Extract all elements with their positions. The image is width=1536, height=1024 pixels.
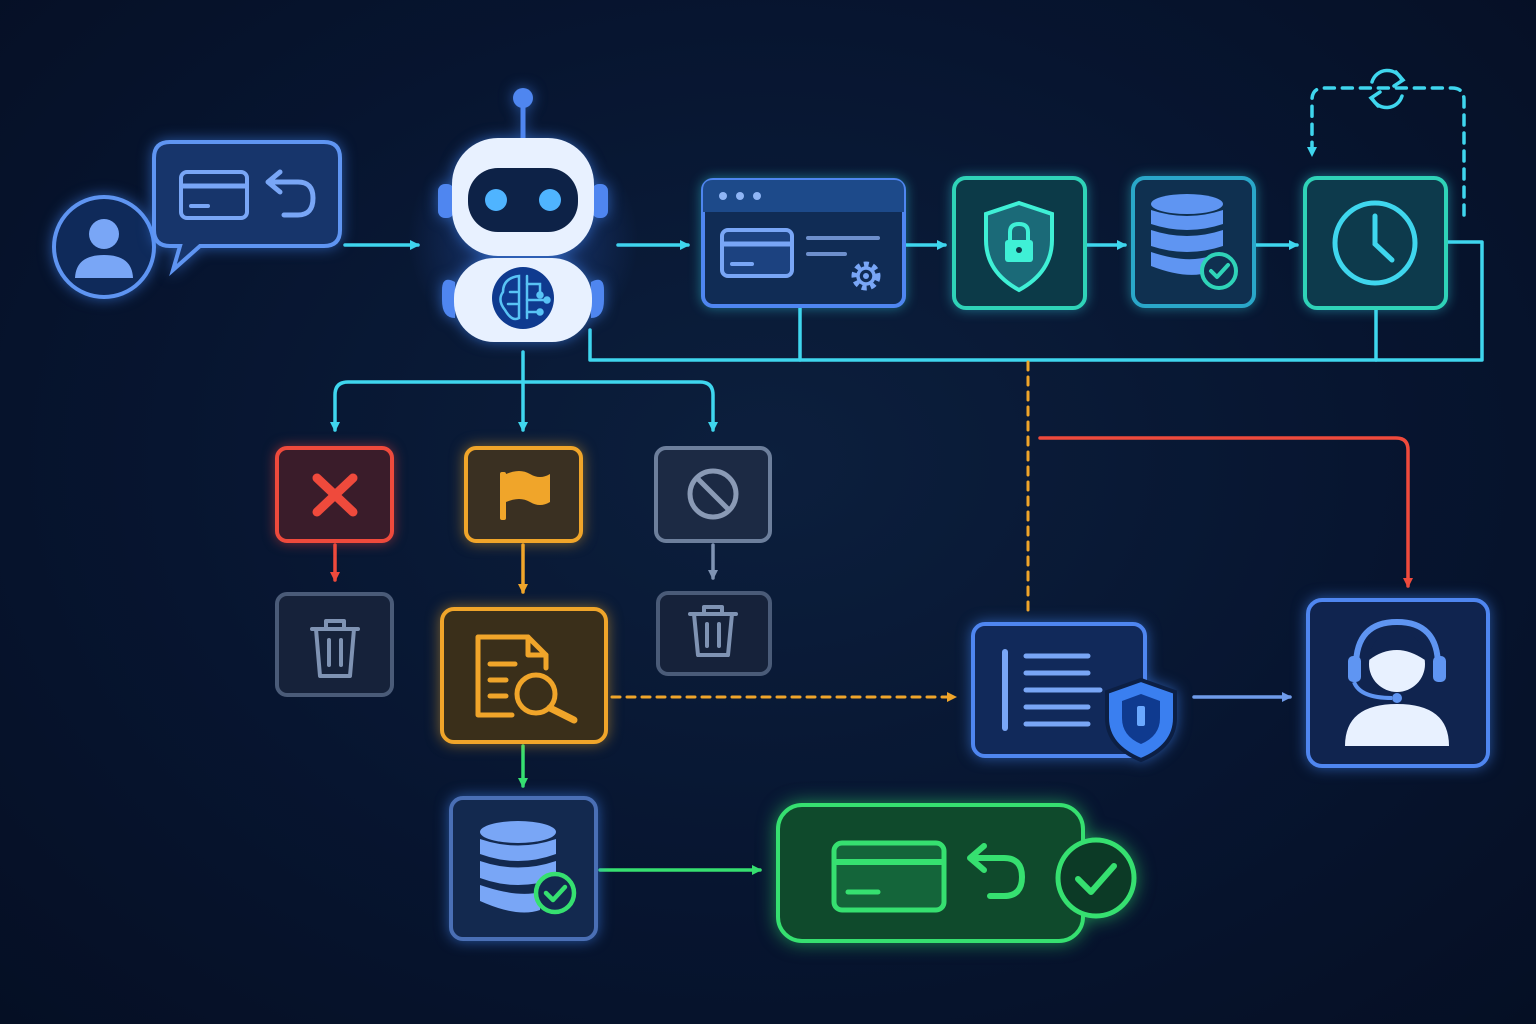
retry-loop-line <box>1307 86 1466 217</box>
prohibited-icon <box>687 468 739 520</box>
antenna-icon <box>513 88 533 108</box>
security-check-node[interactable] <box>952 176 1087 310</box>
customer-node[interactable] <box>52 195 156 299</box>
branch-left <box>330 380 525 432</box>
discard-blocked-node[interactable] <box>656 591 772 676</box>
credit-card-icon <box>720 228 794 278</box>
flagged-node[interactable] <box>464 446 583 543</box>
user-avatar-icon <box>75 219 133 278</box>
refund-completed-node[interactable] <box>776 803 1137 943</box>
audit-log-node[interactable] <box>971 622 1177 763</box>
check-circle-icon <box>1055 837 1137 919</box>
refund-arrow-icon <box>967 843 1025 899</box>
x-mark-icon <box>312 473 358 517</box>
blocked-node[interactable] <box>654 446 772 543</box>
discard-rejected-node[interactable] <box>275 592 394 697</box>
ai-agent-node[interactable] <box>408 88 638 355</box>
refund-request-node[interactable] <box>152 140 342 277</box>
payment-portal-node[interactable] <box>701 178 906 308</box>
rejected-node[interactable] <box>275 446 394 543</box>
check-badge-icon <box>1200 252 1238 290</box>
document-search-icon <box>475 634 578 724</box>
gear-icon <box>851 261 881 291</box>
trash-icon <box>688 605 738 657</box>
brain-circuit-icon <box>499 274 551 321</box>
flag-icon <box>500 471 550 520</box>
refund-arrow-icon <box>265 169 316 218</box>
database-icon <box>480 821 556 913</box>
feedback-bus-line <box>588 240 1484 362</box>
scheduled-retry-node[interactable] <box>1303 176 1448 310</box>
records-updated-node[interactable] <box>449 796 598 941</box>
connectors <box>330 86 1484 875</box>
headset-agent-icon <box>1345 618 1449 746</box>
shield-icon <box>1105 677 1177 763</box>
database-verified-node[interactable] <box>1131 176 1256 308</box>
trash-icon <box>310 619 360 678</box>
sync-icon <box>1368 68 1406 110</box>
credit-card-icon <box>179 170 249 220</box>
check-badge-icon <box>533 871 577 915</box>
support-agent-node[interactable] <box>1306 598 1490 768</box>
credit-card-icon <box>831 840 947 913</box>
manual-review-node[interactable] <box>440 607 608 744</box>
clock-icon <box>1332 200 1418 286</box>
branch-right <box>521 380 718 432</box>
document-lines-icon <box>1002 649 1103 731</box>
database-icon <box>1151 194 1223 275</box>
escalation-line <box>1038 436 1413 588</box>
